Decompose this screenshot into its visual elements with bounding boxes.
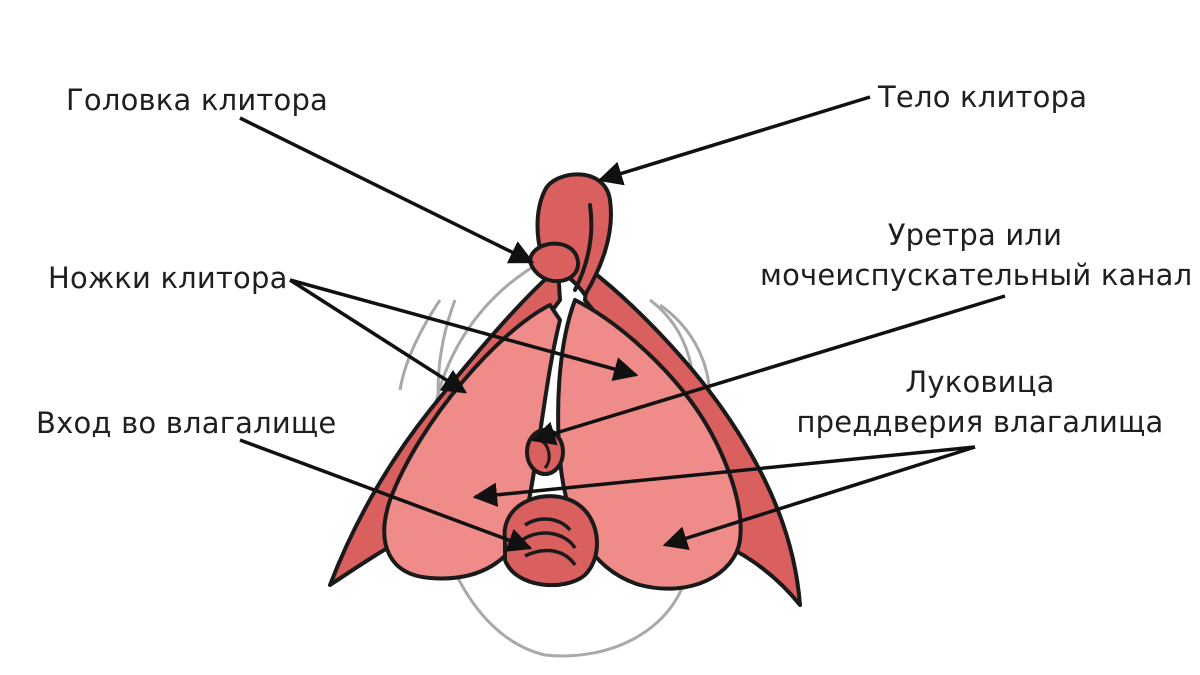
label-bulb: Луковица преддверия влагалища <box>790 362 1170 442</box>
arrow-body <box>597 95 871 186</box>
clitoral-glans <box>527 241 580 284</box>
leader-arrows <box>239 95 1006 552</box>
label-urethra: Уретра или мочеиспускательный канал <box>760 215 1193 295</box>
label-vaginal-opening: Вход во влагалище <box>36 403 336 443</box>
arrow-crura-left <box>289 278 468 394</box>
label-vaginal-opening-text: Вход во влагалище <box>36 406 337 440</box>
vaginal-opening <box>502 494 599 588</box>
label-urethra-line1: Уретра или <box>887 218 1063 252</box>
label-glans: Головка клитора <box>66 80 328 120</box>
label-body-text: Тело клитора <box>878 80 1088 114</box>
arrow-glans <box>239 116 535 264</box>
label-glans-text: Головка клитора <box>66 83 329 117</box>
arrow-crura-right <box>289 278 639 381</box>
label-crura: Ножки клитора <box>48 258 288 298</box>
arrow-bulb-right <box>662 445 976 551</box>
label-body: Тело клитора <box>878 77 1087 117</box>
label-urethra-line2: мочеиспускательный канал <box>760 258 1193 292</box>
label-bulb-line1: Луковица <box>905 365 1055 399</box>
arrow-urethra <box>530 294 1006 446</box>
arrow-bulb-left <box>472 445 976 507</box>
label-bulb-line2: преддверия влагалища <box>796 405 1164 439</box>
label-crura-text: Ножки клитора <box>48 261 288 295</box>
arrow-vaginal-opening <box>239 438 533 552</box>
